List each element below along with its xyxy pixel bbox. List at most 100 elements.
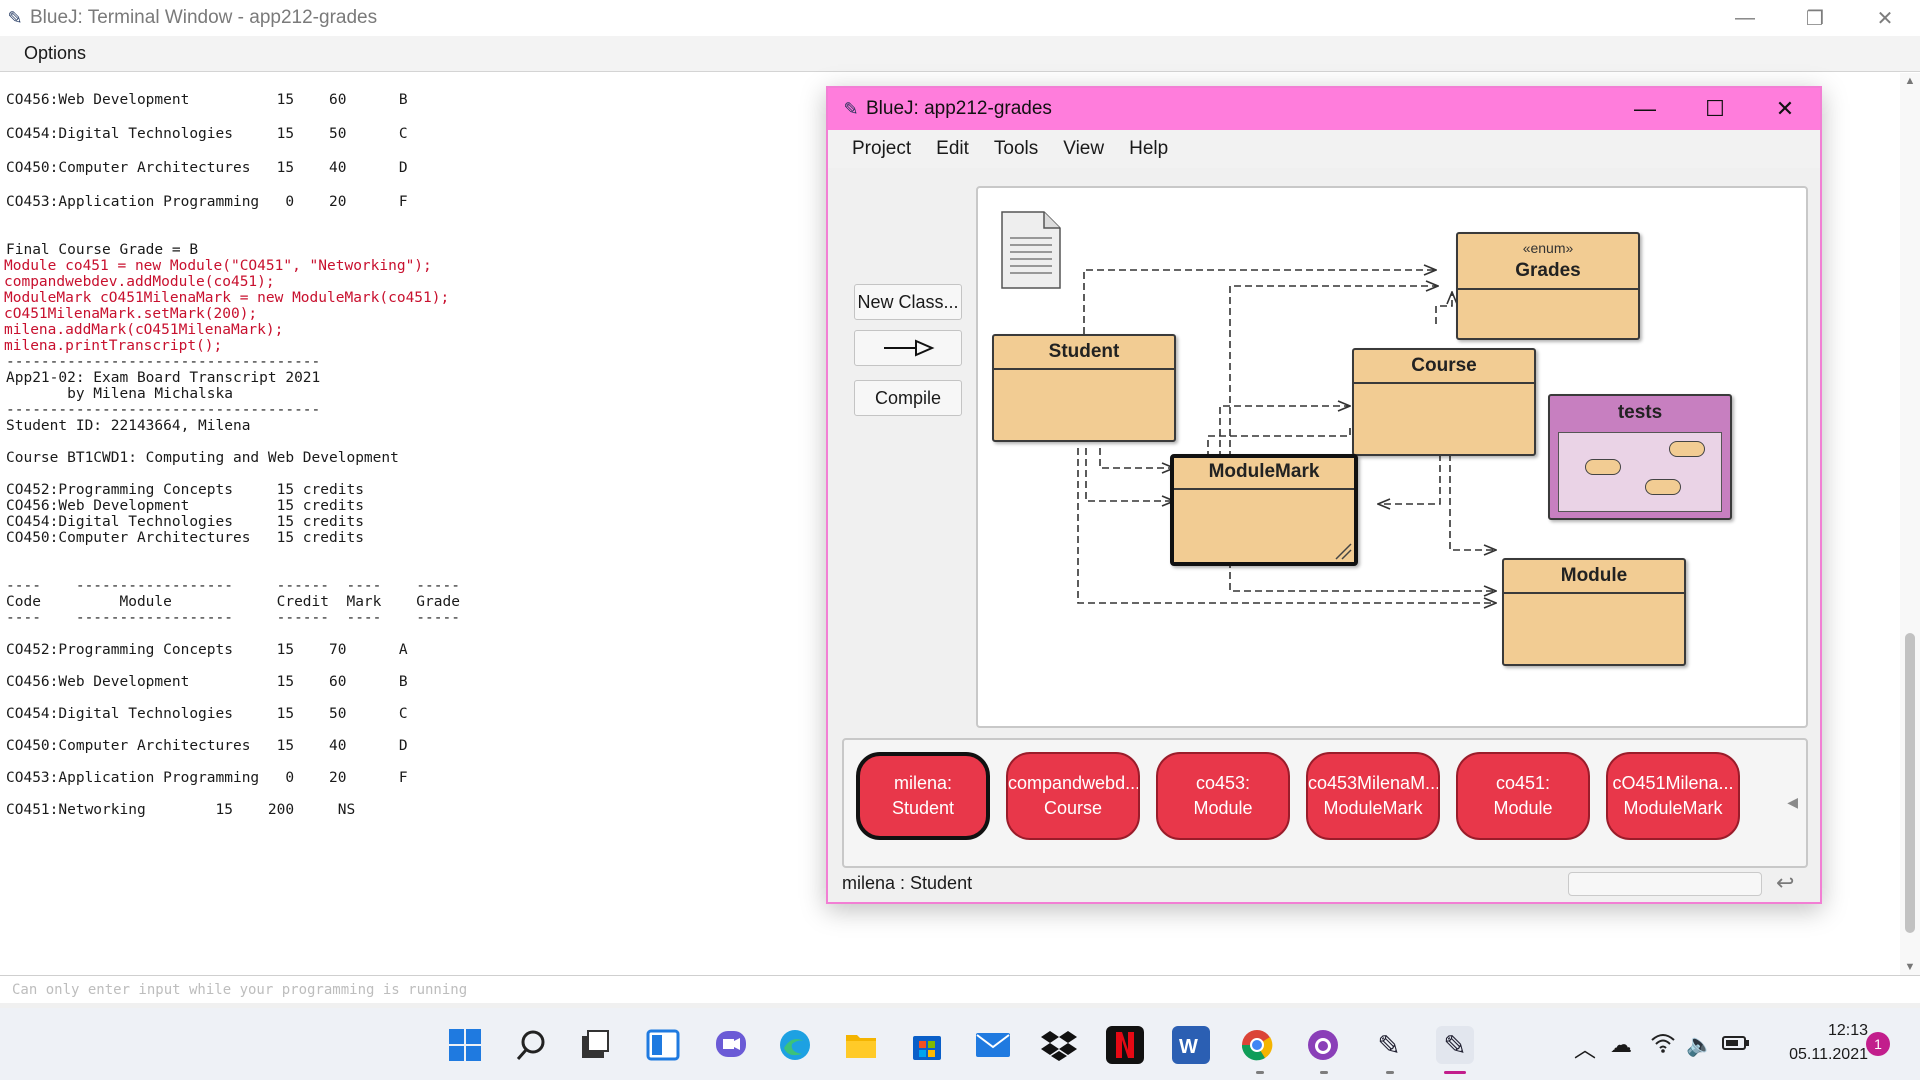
terminal-line: by Milena Michalska — [6, 386, 233, 402]
scrollbar-thumb[interactable] — [1905, 633, 1915, 933]
close-icon[interactable]: ✕ — [1876, 7, 1894, 30]
restore-icon[interactable]: ❐ — [1806, 7, 1824, 30]
object-name: cO451Milena... — [1612, 773, 1734, 793]
new-inheritance-arrow-button[interactable] — [854, 330, 962, 366]
chevron-up-icon[interactable]: ︿ — [1574, 1037, 1597, 1062]
bluej-icon-active[interactable]: ✎ — [1436, 1026, 1474, 1064]
package-class-shape — [1585, 459, 1621, 475]
chat-icon[interactable] — [712, 1026, 750, 1064]
search-icon[interactable] — [512, 1026, 550, 1064]
class-student[interactable]: Student — [992, 334, 1176, 442]
compile-button[interactable]: Compile — [854, 380, 962, 416]
running-indicator — [1256, 1071, 1264, 1074]
terminal-line: CO456:Web Development 15 60 B — [6, 92, 408, 108]
notification-badge[interactable]: 1 — [1866, 1032, 1890, 1056]
menu-view[interactable]: View — [1063, 138, 1105, 159]
menu-help[interactable]: Help — [1129, 138, 1169, 159]
terminal-line: App21-02: Exam Board Transcript 2021 — [6, 370, 321, 386]
new-class-button[interactable]: New Class... — [854, 284, 962, 320]
object-co451[interactable]: co451: Module — [1456, 752, 1590, 840]
clock-time[interactable]: 12:13 — [1827, 1022, 1868, 1039]
class-divider — [994, 368, 1174, 370]
volume-icon[interactable]: 🔈 — [1686, 1032, 1714, 1057]
maximize-icon[interactable]: ☐ — [1705, 96, 1725, 121]
class-grades[interactable]: «enum» Grades — [1456, 232, 1640, 340]
package-tests[interactable]: tests — [1548, 394, 1732, 520]
terminal-input-placeholder: Can only enter input while your programm… — [12, 981, 468, 998]
terminal-bottom-edge — [0, 1003, 1920, 1008]
object-bench[interactable]: milena: Student compandwebd... Course co… — [842, 738, 1808, 868]
scroll-down-arrow-icon[interactable]: ▼ — [1904, 961, 1916, 973]
terminal-input-line: ModuleMark cO451MilenaMark = new ModuleM… — [4, 290, 450, 306]
word-icon[interactable]: W — [1172, 1026, 1210, 1064]
status-bar-text: milena : Student — [842, 873, 973, 893]
running-indicator — [1386, 1071, 1394, 1074]
object-co453[interactable]: co453: Module — [1156, 752, 1290, 840]
object-milena[interactable]: milena: Student — [856, 752, 990, 840]
terminal-line: CO454:Digital Technologies 15 50 C — [6, 126, 408, 142]
menu-tools[interactable]: Tools — [993, 138, 1039, 159]
class-name: Course — [1411, 355, 1477, 376]
bluej-project-window: ✎ BlueJ: app212-grades — ☐ ✕ Project Edi… — [826, 86, 1822, 904]
terminal-line: Course BT1CWD1: Computing and Web Develo… — [6, 450, 399, 466]
terminal-line: ------------------------------------ — [6, 402, 321, 418]
dropbox-icon[interactable] — [1040, 1026, 1078, 1064]
menu-options[interactable]: Options — [24, 43, 87, 63]
object-name: co453: — [1195, 773, 1251, 793]
readme-document-icon[interactable] — [1000, 210, 1062, 290]
terminal-line: ---- ------------------ ------ ---- ----… — [6, 578, 460, 594]
terminal-input-line: milena.printTranscript(); — [4, 338, 223, 354]
mail-icon[interactable] — [974, 1026, 1012, 1064]
object-name: compandwebd... — [1008, 773, 1138, 793]
resize-handle-icon[interactable] — [1334, 542, 1352, 560]
class-name: Module — [1560, 565, 1628, 586]
class-diagram[interactable]: «enum» Grades Student Course tests — [976, 186, 1808, 728]
class-divider — [1458, 288, 1638, 290]
class-modulemark[interactable]: ModuleMark — [1170, 454, 1358, 566]
github-icon[interactable] — [1304, 1026, 1342, 1064]
chrome-icon[interactable] — [1238, 1026, 1276, 1064]
class-module[interactable]: Module — [1502, 558, 1686, 666]
bench-collapse-arrow-icon[interactable]: ◀ — [1787, 794, 1798, 810]
object-type: Course — [1043, 798, 1103, 818]
close-icon[interactable]: ✕ — [1775, 96, 1795, 121]
terminal-line: CO456:Web Development 15 credits — [6, 498, 364, 514]
package-class-shape — [1669, 441, 1705, 457]
object-type: Module — [1493, 798, 1553, 818]
terminal-input-line: Module co451 = new Module("CO451", "Netw… — [4, 258, 432, 274]
netflix-icon[interactable] — [1106, 1026, 1144, 1064]
status-progress-field — [1568, 872, 1762, 896]
minimize-icon[interactable]: — — [1735, 6, 1755, 29]
file-explorer-icon[interactable] — [842, 1026, 880, 1064]
terminal-input-field[interactable]: Can only enter input while your programm… — [0, 975, 1920, 1003]
svg-text:W: W — [1179, 1036, 1198, 1057]
taskbar: W ✎ ✎ ︿ ☁ 🔈 12:13 05.11.2021 1 — [0, 1008, 1920, 1080]
object-co451milenamark[interactable]: cO451Milena... ModuleMark — [1606, 752, 1740, 840]
edge-icon[interactable] — [776, 1026, 814, 1064]
onedrive-cloud-icon[interactable]: ☁ — [1610, 1032, 1632, 1057]
scroll-up-arrow-icon[interactable]: ▲ — [1904, 75, 1916, 87]
widgets-icon[interactable] — [644, 1026, 682, 1064]
terminal-scrollbar[interactable]: ▲ ▼ — [1900, 73, 1920, 975]
wifi-icon[interactable] — [1650, 1032, 1676, 1060]
minimize-icon[interactable]: — — [1634, 96, 1656, 121]
object-co453milenamark[interactable]: co453MilenaM... ModuleMark — [1306, 752, 1440, 840]
class-course[interactable]: Course — [1352, 348, 1536, 456]
terminal-line: CO450:Computer Architectures 15 40 D — [6, 738, 408, 754]
battery-icon[interactable] — [1722, 1032, 1750, 1058]
menu-project[interactable]: Project — [852, 138, 912, 159]
undo-return-icon[interactable]: ↩ — [1776, 870, 1795, 895]
terminal-line: Code Module Credit Mark Grade — [6, 594, 460, 610]
start-icon[interactable] — [446, 1026, 484, 1064]
terminal-line: CO452:Programming Concepts 15 credits — [6, 482, 364, 498]
bluej-icon[interactable]: ✎ — [1377, 1029, 1401, 1061]
menu-edit[interactable]: Edit — [936, 138, 969, 159]
class-divider — [1504, 592, 1684, 594]
object-compandwebdev[interactable]: compandwebd... Course — [1006, 752, 1140, 840]
microsoft-store-icon[interactable] — [908, 1026, 946, 1064]
bluej-bird-icon: ✎ — [7, 7, 23, 28]
clock-date[interactable]: 05.11.2021 — [1789, 1046, 1868, 1063]
object-type: ModuleMark — [1623, 798, 1723, 818]
task-view-icon[interactable] — [576, 1026, 614, 1064]
terminal-title: BlueJ: Terminal Window - app212-grades — [30, 7, 378, 28]
